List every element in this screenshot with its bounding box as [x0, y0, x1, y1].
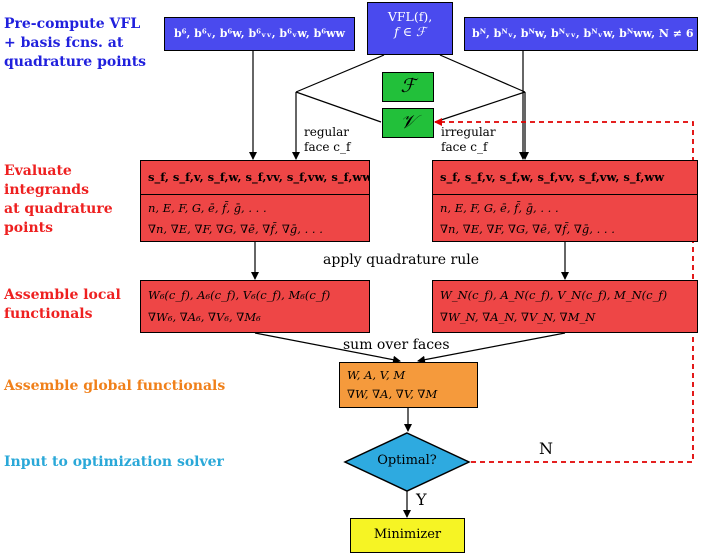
minimizer-label: Minimizer	[373, 527, 442, 542]
vfl-to-right	[439, 54, 526, 93]
left-to-vbox	[295, 91, 382, 123]
regular-face-line1: regular	[304, 125, 349, 139]
label-input-solver: Input to optimization solver	[4, 454, 224, 470]
label-assemble-global: Assemble global functionals	[4, 378, 226, 394]
eval-irregular-row3: ∇n, ∇E, ∇F, ∇G, ∇ē, ∇f̄, ∇ḡ, . . .	[440, 222, 615, 236]
local-box-irregular: W_N(c_f), A_N(c_f), V_N(c_f), M_N(c_f) ∇…	[432, 280, 698, 333]
optimal-decision-diamond	[343, 432, 471, 492]
local-regular-row1: W₆(c_f), A₆(c_f), V₆(c_f), M₆(c_f)	[148, 288, 331, 302]
local-regular-row2: ∇W₆, ∇A₆, ∇V₆, ∇M₆	[148, 310, 261, 324]
vfl-line1: VFL(f),	[387, 9, 433, 24]
minimizer-box: Minimizer	[350, 518, 465, 553]
optimal-label: Optimal?	[377, 453, 437, 468]
irregular-face-line1: irregular	[441, 125, 496, 139]
irregular-face-label: irregular face c_f	[441, 125, 496, 155]
sum-over-faces-label: sum over faces	[343, 337, 450, 353]
basis-regular-text: b⁶, b⁶ᵥ, b⁶w, b⁶ᵥᵥ, b⁶ᵥw, b⁶ww	[173, 27, 346, 40]
vfl-line2: f ∈ ℱ	[394, 24, 426, 39]
branch-no-label: N	[539, 439, 553, 458]
label-precompute: Pre-compute VFL + basis fcns. at quadrat…	[4, 16, 147, 70]
label-evaluate: Evaluate integrands at quadrature points	[4, 163, 113, 236]
green-box-F-label: ℱ	[400, 75, 416, 97]
green-box-F: ℱ	[382, 72, 434, 102]
global-box: W, A, V, M ∇W, ∇A, ∇V, ∇M	[339, 362, 478, 408]
vfl-to-left	[295, 54, 385, 93]
label-assemble-local: Assemble local functionals	[4, 287, 121, 322]
local-irregular-row2: ∇W_N, ∇A_N, ∇V_N, ∇M_N	[440, 310, 596, 324]
right-to-vbox	[434, 91, 526, 123]
eval-regular-row1: s_f, s_f,v, s_f,w, s_f,vv, s_f,vw, s_f,w…	[141, 161, 369, 195]
global-row2: ∇W, ∇A, ∇V, ∇M	[347, 387, 438, 401]
evaluate-box-regular: s_f, s_f,v, s_f,w, s_f,vv, s_f,vw, s_f,w…	[140, 160, 370, 242]
regular-face-label: regular face c_f	[304, 125, 350, 155]
arrow-local-irregular-to-global	[417, 332, 566, 364]
global-row1: W, A, V, M	[347, 368, 406, 382]
vfl-box: VFL(f), f ∈ ℱ	[367, 2, 453, 55]
regular-face-line2: face c_f	[304, 140, 351, 154]
arrow-local-regular-to-global	[254, 332, 401, 364]
green-box-V: 𝒱	[382, 108, 434, 138]
basis-irregular-text: bᴺ, bᴺᵥ, bᴺw, bᴺᵥᵥ, bᴺᵥw, bᴺww, N ≠ 6	[472, 27, 694, 40]
green-box-V-label: 𝒱	[400, 111, 416, 133]
basis-box-irregular: bᴺ, bᴺᵥ, bᴺw, bᴺᵥᵥ, bᴺᵥw, bᴺww, N ≠ 6	[464, 17, 698, 51]
basis-box-regular: b⁶, b⁶ᵥ, b⁶w, b⁶ᵥᵥ, b⁶ᵥw, b⁶ww	[164, 17, 355, 51]
apply-quadrature-label: apply quadrature rule	[323, 252, 479, 268]
eval-irregular-row2: n, E, F, G, ē, f̄, ḡ, . . .	[440, 201, 559, 215]
local-box-regular: W₆(c_f), A₆(c_f), V₆(c_f), M₆(c_f) ∇W₆, …	[140, 280, 370, 333]
eval-irregular-row1: s_f, s_f,v, s_f,w, s_f,vv, s_f,vw, s_f,w…	[433, 161, 697, 195]
local-irregular-row1: W_N(c_f), A_N(c_f), V_N(c_f), M_N(c_f)	[440, 288, 668, 302]
eval-regular-row3: ∇n, ∇E, ∇F, ∇G, ∇ē, ∇f̄, ∇ḡ, . . .	[148, 222, 323, 236]
evaluate-box-irregular: s_f, s_f,v, s_f,w, s_f,vv, s_f,vw, s_f,w…	[432, 160, 698, 242]
irregular-face-line2: face c_f	[441, 140, 488, 154]
branch-yes-label: Y	[416, 490, 427, 509]
eval-regular-row2: n, E, F, G, ē, f̄, ḡ, . . .	[148, 201, 267, 215]
